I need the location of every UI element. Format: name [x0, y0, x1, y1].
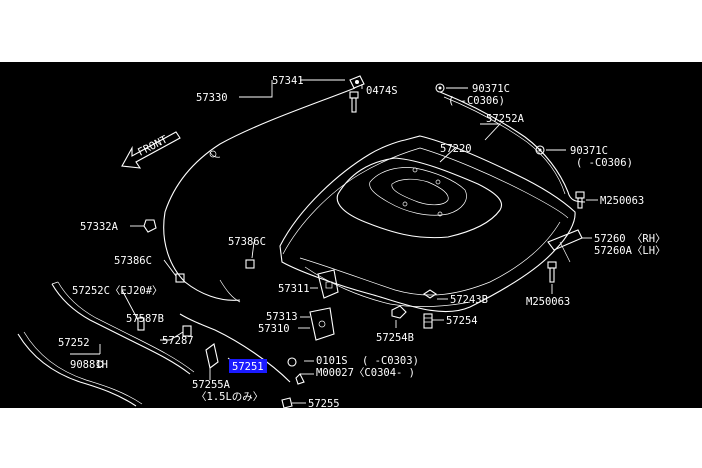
label-57220: 57220	[440, 143, 472, 155]
label-57330: 57330	[196, 92, 228, 104]
label-57260a: 57260A〈LH〉	[594, 245, 666, 257]
leader-lines	[70, 79, 598, 404]
label-m00027: M00027〈C0304- )	[316, 367, 415, 379]
label-57251[interactable]: 57251	[232, 361, 264, 373]
label-57287: 57287	[162, 335, 194, 347]
label-0474s: 0474S	[366, 85, 398, 97]
label-57386c-b: 57386C	[114, 255, 152, 267]
label-m250063-a: M250063	[600, 195, 644, 207]
parts-diagram: 57341 57330 0474S 90371C ( -C0306) 57252…	[0, 62, 702, 408]
label-57587b: 57587B	[126, 313, 164, 325]
part-labels: 57341 57330 0474S 90371C ( -C0306) 57252…	[58, 75, 666, 408]
hood-parts-illustration: 57341 57330 0474S 90371C ( -C0306) 57252…	[17, 75, 666, 408]
label-57332a: 57332A	[80, 221, 119, 233]
release-cable-57330	[163, 87, 356, 301]
label-57254: 57254	[446, 315, 478, 327]
hood-panel	[279, 135, 576, 313]
label-m250063-b: M250063	[526, 296, 570, 308]
label-57255: 57255	[308, 398, 340, 408]
label-90371c-b: 90371C	[570, 145, 608, 157]
label-57252a: 57252A	[486, 113, 525, 125]
hood-seal-57252a	[439, 91, 586, 203]
label-57313: 57313	[266, 311, 298, 323]
label-0101s: 0101S	[316, 355, 348, 367]
cable-57251	[179, 313, 291, 383]
label-front: FRONT	[136, 133, 170, 158]
label-90371c-a: 90371C	[472, 83, 510, 95]
range-c: ( -C0303)	[362, 355, 419, 367]
range-a: ( -C0306)	[448, 95, 505, 107]
label-57254b: 57254B	[376, 332, 414, 344]
label-57252c: 57252C〈EJ20#〉	[72, 285, 163, 297]
trim-strip-57252c	[51, 283, 191, 375]
label-57252: 57252	[58, 337, 90, 349]
trim-strip-57252	[17, 333, 137, 407]
label-57260: 57260 〈RH〉	[594, 233, 666, 245]
label-57310: 57310	[258, 323, 290, 335]
range-b: ( -C0306)	[576, 157, 633, 169]
front-direction-arrow	[121, 131, 181, 169]
label-57386c-a: 57386C	[228, 236, 266, 248]
label-57255a: 57255A	[192, 379, 231, 391]
label-90881h: 90881H	[70, 359, 108, 371]
note-1-5l: 〈1.5Lのみ〉	[196, 391, 263, 403]
label-57311: 57311	[278, 283, 310, 295]
label-57243b: 57243B	[450, 294, 488, 306]
highlight-box	[229, 359, 267, 373]
label-57341: 57341	[272, 75, 304, 87]
